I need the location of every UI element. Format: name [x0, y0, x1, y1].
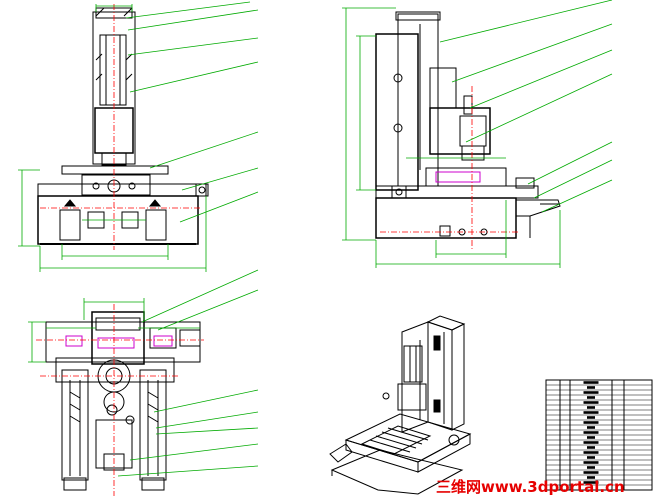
title-block-entry	[587, 466, 595, 469]
side-view-dimensions	[342, 7, 561, 268]
title-block-entry	[583, 471, 599, 474]
title-block-entry	[587, 396, 595, 399]
title-block-entry	[583, 461, 599, 464]
side-view-leaders	[439, 0, 613, 213]
side-view-centerlines	[380, 86, 520, 250]
title-block-entry	[583, 381, 599, 384]
title-block-entry	[587, 426, 595, 429]
title-block-entry	[587, 446, 595, 449]
top-view-centerlines	[36, 304, 204, 496]
title-block-entry	[583, 451, 599, 454]
front-view-dimensions	[18, 4, 207, 272]
title-block-entry	[587, 406, 595, 409]
top-view-leaders	[117, 269, 259, 477]
front-view-leaders	[125, 1, 259, 223]
title-block-entry	[583, 391, 599, 394]
title-block-entry	[587, 386, 595, 389]
top-view-dimensions	[28, 298, 200, 363]
top-view	[45, 311, 201, 491]
front-view-centerlines	[40, 4, 200, 250]
title-block-entry	[583, 431, 599, 434]
title-block-entry	[583, 411, 599, 414]
title-block-entry	[583, 401, 599, 404]
title-block-entry	[587, 436, 595, 439]
title-block-entry	[587, 456, 595, 459]
title-block-entry	[583, 441, 599, 444]
top-view-highlight	[65, 335, 173, 349]
title-block-entry	[587, 476, 595, 479]
title-block	[545, 379, 653, 491]
title-block-entry	[587, 416, 595, 419]
title-block-rows	[546, 384, 652, 486]
watermark-text: 三维网www.3dportal.cn	[436, 478, 625, 496]
side-view-highlight	[435, 171, 481, 183]
isometric-view	[329, 315, 472, 495]
title-block-entries	[583, 381, 599, 484]
title-block-entry	[583, 481, 599, 484]
title-block-entry	[583, 421, 599, 424]
